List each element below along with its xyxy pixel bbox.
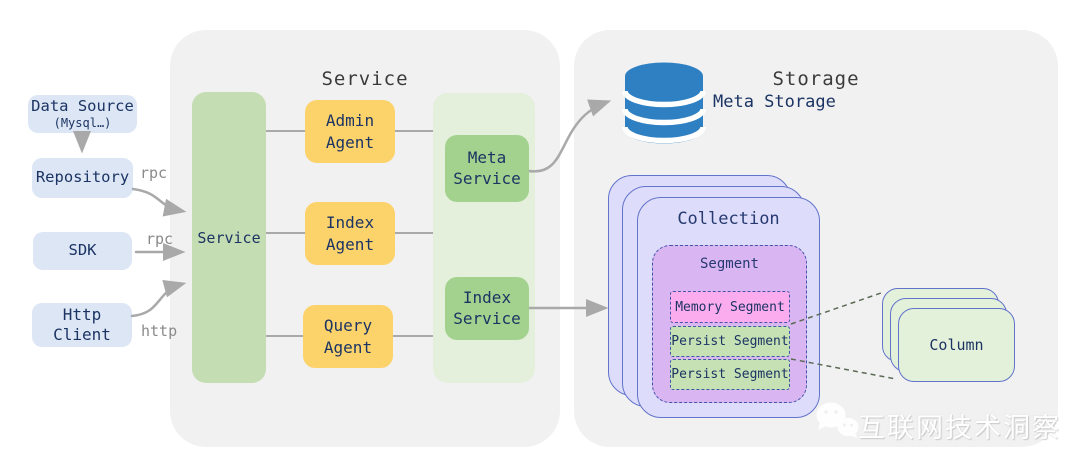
persist-segment-node-2: Persist Segment [670,359,790,390]
http-client-node: Http Client [32,303,132,347]
sdk-node: SDK [33,232,132,270]
memory-segment-label: Memory Segment [675,299,785,315]
persist-segment-label-2: Persist Segment [671,367,789,382]
http-client-label: Http Client [53,305,111,344]
index-agent-node: Index Agent [305,202,395,265]
service-bar-label: Service [197,228,261,247]
meta-storage-label: Meta Storage [713,92,836,112]
data-source-label: Data Source [31,96,134,115]
collection-label: Collection [677,209,780,229]
data-source-sublabel: (Mysql…) [53,116,112,131]
service-bar: Service [192,92,266,383]
index-agent-label: Index Agent [325,212,375,254]
service-group-title: Service [321,68,409,90]
column-card-front: Column [898,308,1015,382]
admin-agent-label: Admin Agent [325,110,375,152]
column-label: Column [929,336,984,354]
persist-segment-node-1: Persist Segment [670,326,790,357]
sdk-label: SDK [68,241,97,260]
admin-agent-node: Admin Agent [305,100,395,163]
repository-label: Repository [35,168,130,187]
storage-group-title: Storage [772,68,860,90]
persist-segment-label-1: Persist Segment [671,334,789,349]
segment-label: Segment [699,256,759,272]
memory-segment-node: Memory Segment [670,291,790,323]
index-service-label: Index Service [453,287,521,328]
data-source-node: Data Source (Mysql…) [28,95,137,133]
index-service-node: Index Service [445,277,529,340]
query-agent-label: Query Agent [323,315,373,357]
meta-service-label: Meta Service [453,147,521,188]
watermark-text: 互联网技术洞察 [858,413,1061,444]
repository-node: Repository [32,158,133,198]
meta-service-node: Meta Service [445,135,529,202]
query-agent-node: Query Agent [303,305,393,368]
repository-rpc-label: rpc [140,164,168,182]
wechat-icon [816,402,859,438]
http-label: http [141,322,178,340]
